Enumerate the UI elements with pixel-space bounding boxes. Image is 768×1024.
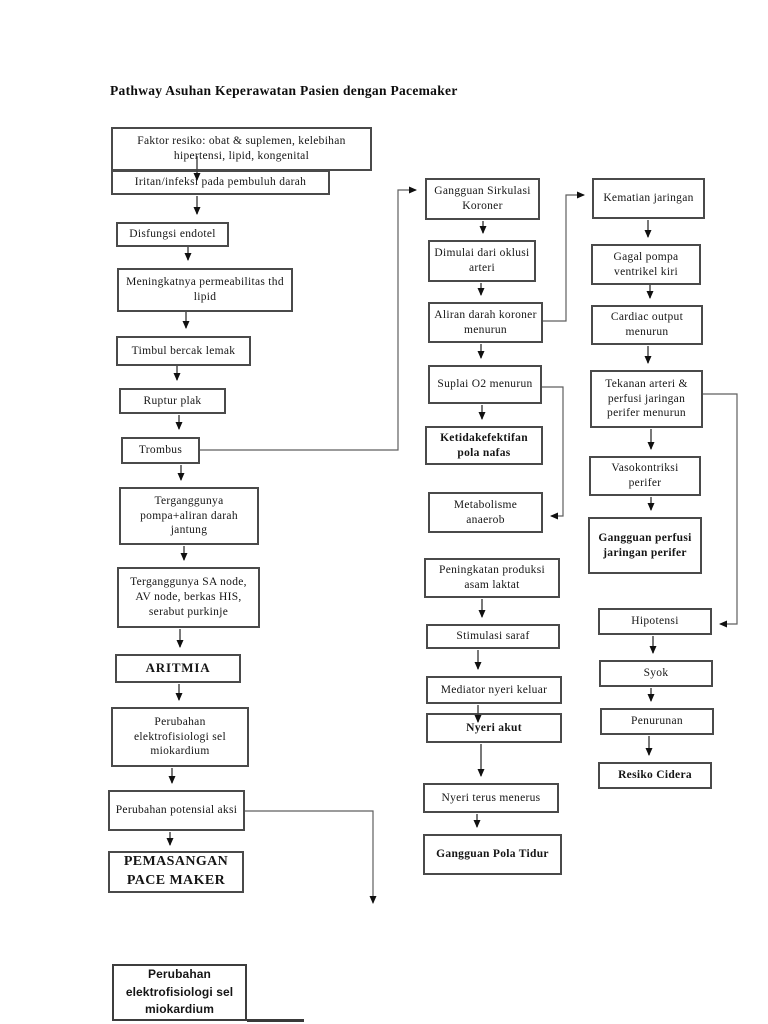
- flow-node-aliran-darah-koroner: Aliran darah koroner menurun: [428, 302, 543, 343]
- flow-node-terganggunya-sa-node: Terganggunya SA node, AV node, berkas HI…: [117, 567, 260, 628]
- flow-node-meningkatnya-permeabilitas: Meningkatnya permeabilitas thd lipid: [117, 268, 293, 312]
- flow-node-perubahan-potensial-aksi: Perubahan potensial aksi: [108, 790, 245, 831]
- flow-node-kematian-jaringan: Kematian jaringan: [592, 178, 705, 219]
- elbow-potensial-aksi-down: [245, 810, 377, 904]
- flowchart-title: Pathway Asuhan Keperawatan Pasien dengan…: [110, 83, 458, 98]
- flow-node-pemasangan-pacemaker: PEMASANGAN PACE MAKER: [108, 851, 244, 893]
- flow-node-syok: Syok: [599, 660, 713, 687]
- flow-node-nyeri-akut: Nyeri akut: [426, 713, 562, 743]
- flow-node-ketidakefektifan-pola-nafas: Ketidakefektifan pola nafas: [425, 426, 543, 465]
- flow-node-perubahan-elektrofisiologi: Perubahan elektrofisiologi sel miokardiu…: [111, 707, 249, 767]
- flow-node-trombus: Trombus: [121, 437, 200, 464]
- flow-node-faktor-resiko: Faktor resiko: obat & suplemen, kelebiha…: [111, 127, 372, 171]
- flow-node-peningkatan-asam-laktat: Peningkatan produksi asam laktat: [424, 558, 560, 598]
- elbow-aliran-to-kematian: [543, 191, 585, 322]
- flow-node-nyeri-terus-menerus: Nyeri terus menerus: [423, 783, 559, 813]
- flow-node-iritan-infeksi: Iritan/infeksi pada pembuluh darah: [111, 170, 330, 195]
- flow-node-gangguan-perfusi-perifer: Gangguan perfusi jaringan perifer: [588, 517, 702, 574]
- elbow-tekanan-to-hipotensi: [703, 393, 738, 628]
- flow-node-ruptur-plak: Ruptur plak: [119, 388, 226, 414]
- flow-node-perubahan-elektrofisiologi-bottom: Perubahan elektrofisiologi sel miokardiu…: [112, 964, 247, 1021]
- flow-node-aritmia: ARITMIA: [115, 654, 241, 683]
- flow-node-mediator-nyeri-keluar: Mediator nyeri keluar: [426, 676, 562, 704]
- flow-node-penurunan: Penurunan: [600, 708, 714, 735]
- flow-node-dimulai-oklusi-arteri: Dimulai dari oklusi arteri: [428, 240, 536, 282]
- flow-node-vasokontriksi-perifer: Vasokontriksi perifer: [589, 456, 701, 496]
- page-edge-line: [247, 1019, 304, 1022]
- flow-node-gangguan-sirkulasi-koroner: Gangguan Sirkulasi Koroner: [425, 178, 540, 220]
- flow-node-hipotensi: Hipotensi: [598, 608, 712, 635]
- flow-node-stimulasi-saraf: Stimulasi saraf: [426, 624, 560, 649]
- flow-node-timbul-bercak-lemak: Timbul bercak lemak: [116, 336, 251, 366]
- flow-node-gangguan-pola-tidur: Gangguan Pola Tidur: [423, 834, 562, 875]
- elbow-trombus-to-sirkulasi: [200, 186, 417, 451]
- elbow-suplai-to-metabolisme: [542, 386, 564, 520]
- flow-node-cardiac-output-menurun: Cardiac output menurun: [591, 305, 703, 345]
- flow-node-terganggunya-pompa: Terganggunya pompa+aliran darah jantung: [119, 487, 259, 545]
- flow-node-tekanan-arteri-perfusi: Tekanan arteri & perfusi jaringan perife…: [590, 370, 703, 428]
- flow-node-suplai-o2-menurun: Suplai O2 menurun: [428, 365, 542, 404]
- flow-node-metabolisme-anaerob: Metabolisme anaerob: [428, 492, 543, 533]
- flow-node-gagal-pompa-ventrikel: Gagal pompa ventrikel kiri: [591, 244, 701, 285]
- flow-node-disfungsi-endotel: Disfungsi endotel: [116, 222, 229, 247]
- flow-node-resiko-cidera: Resiko Cidera: [598, 762, 712, 789]
